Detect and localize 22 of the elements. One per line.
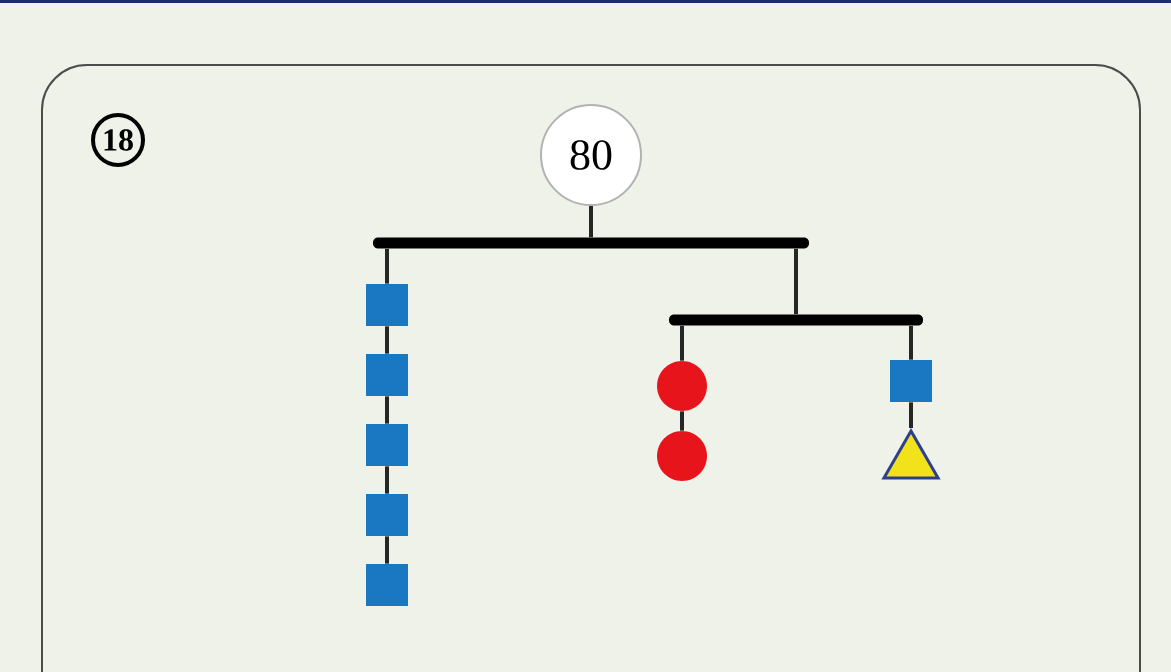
square-weight <box>366 564 408 606</box>
hanging-string <box>680 325 684 361</box>
hanging-string <box>385 466 389 494</box>
hanging-string <box>385 248 389 284</box>
hanging-string <box>794 248 798 315</box>
circle-weight <box>657 361 707 411</box>
balance-beam <box>373 237 809 249</box>
hanging-string <box>385 536 389 564</box>
circle-weight <box>657 431 707 481</box>
hanging-string <box>385 396 389 424</box>
hanging-string <box>680 411 684 431</box>
hanging-string <box>909 325 913 360</box>
hanging-string <box>589 206 593 238</box>
square-weight <box>366 494 408 536</box>
square-weight <box>890 360 932 402</box>
square-weight <box>366 284 408 326</box>
hanging-string <box>909 402 913 428</box>
square-weight <box>366 354 408 396</box>
callout-number: 18 <box>91 113 145 167</box>
hanging-string <box>385 326 389 354</box>
balance-beam <box>669 314 923 326</box>
square-weight <box>366 424 408 466</box>
